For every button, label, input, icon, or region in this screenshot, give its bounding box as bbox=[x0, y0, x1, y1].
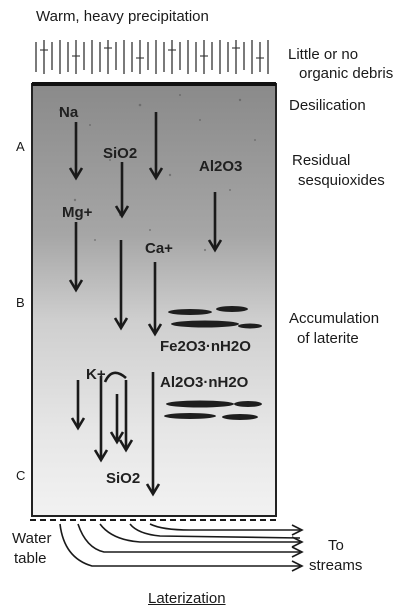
chem-sio2-bottom: SiO2 bbox=[106, 470, 140, 487]
water-table-label-line1: Water bbox=[12, 530, 51, 547]
chem-k: K+ bbox=[86, 366, 106, 383]
rain-lines bbox=[36, 40, 268, 74]
chem-mg: Mg+ bbox=[62, 204, 92, 221]
to-streams-label-line1: To bbox=[328, 537, 344, 554]
water-table-label-line2: table bbox=[14, 550, 47, 567]
note-desilication: Desilication bbox=[289, 97, 366, 114]
to-streams-label-line2: streams bbox=[309, 557, 362, 574]
chem-ca: Ca+ bbox=[145, 240, 173, 257]
chem-al2o3-top: Al2O3 bbox=[199, 158, 242, 175]
chem-na: Na bbox=[59, 104, 78, 121]
note-little-debris-line2: organic debris bbox=[299, 65, 393, 82]
horizon-a-label: A bbox=[16, 138, 25, 155]
note-residual-line1: Residual bbox=[292, 152, 350, 169]
note-accumulation-line1: Accumulation bbox=[289, 310, 379, 327]
horizon-c-label: C bbox=[16, 467, 25, 484]
chem-sio2-top: SiO2 bbox=[103, 145, 137, 162]
chem-al2o3-hydrate: Al2O3·nH2O bbox=[160, 374, 248, 391]
rain-dashes bbox=[40, 48, 264, 58]
chem-fe2o3-hydrate: Fe2O3·nH2O bbox=[160, 338, 251, 355]
stream-flow-arrows bbox=[60, 524, 302, 571]
note-little-debris-line1: Little or no bbox=[288, 46, 358, 63]
horizon-b-label: B bbox=[16, 294, 25, 311]
note-residual-line2: sesquioxides bbox=[298, 172, 385, 189]
note-accumulation-line2: of laterite bbox=[297, 330, 359, 347]
top-label: Warm, heavy precipitation bbox=[36, 8, 209, 25]
caption: Laterization bbox=[148, 590, 226, 607]
